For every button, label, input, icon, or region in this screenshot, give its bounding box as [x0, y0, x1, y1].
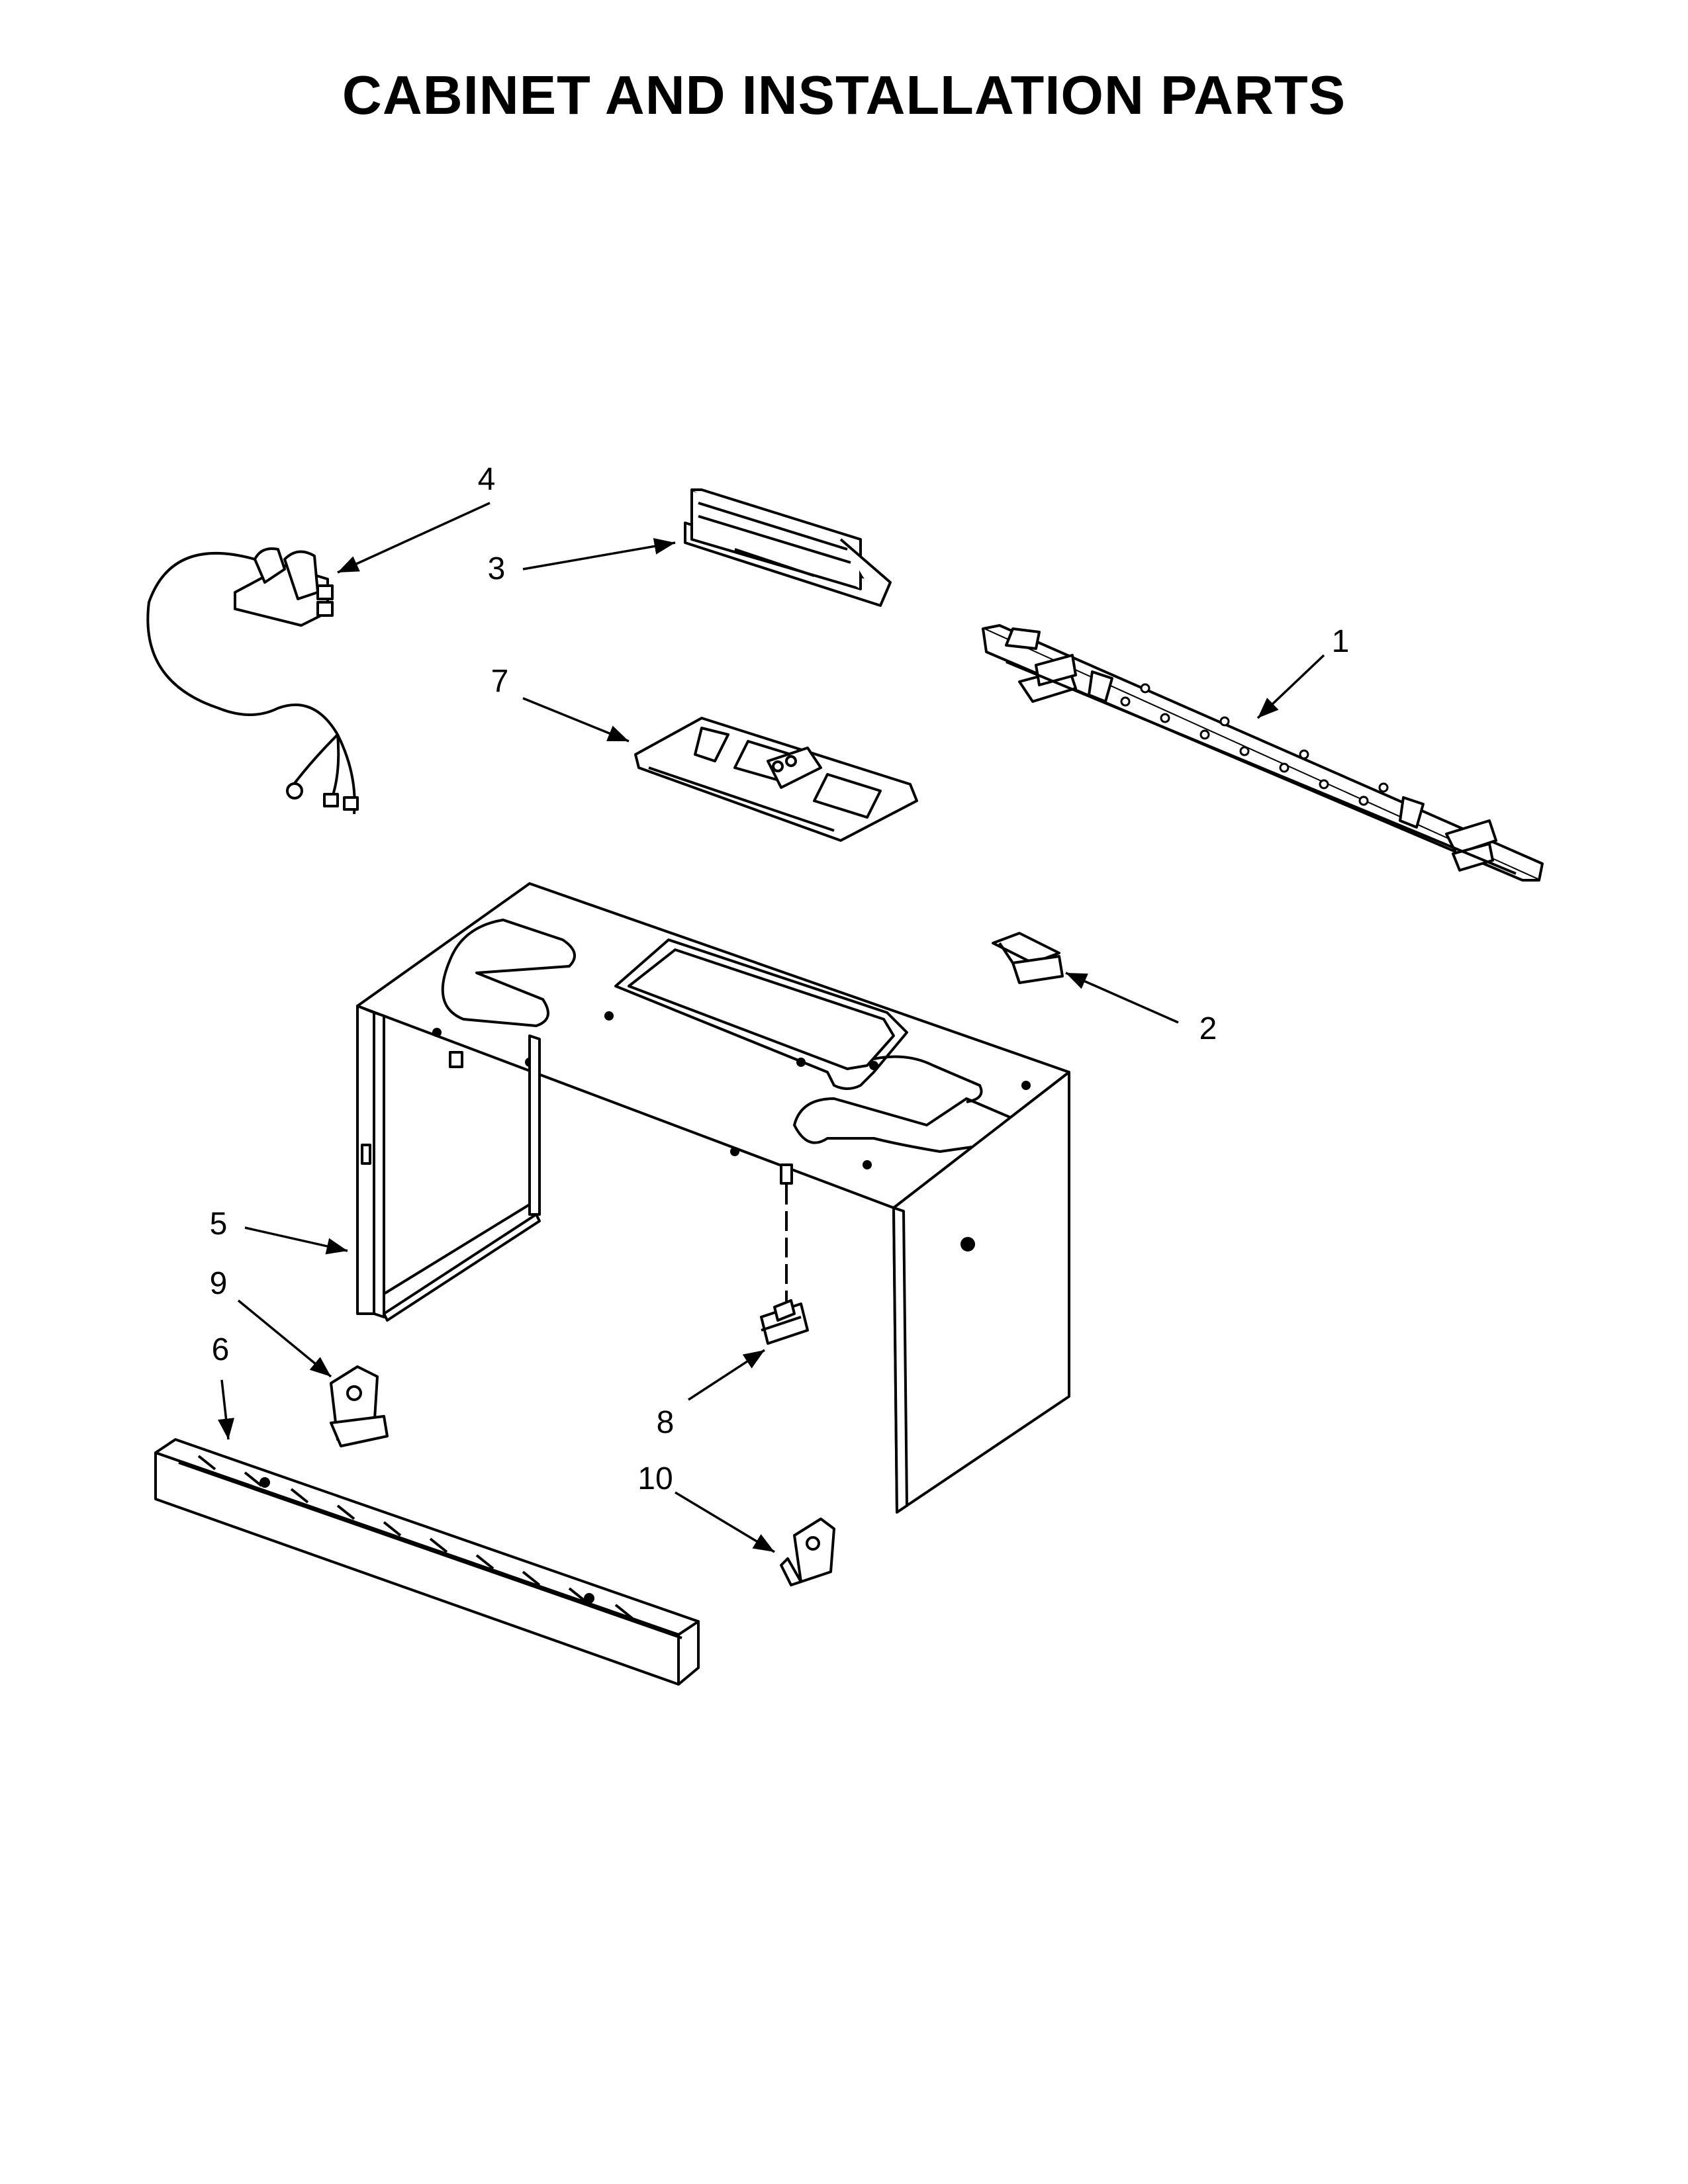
- leader-arrow-4: [337, 502, 491, 574]
- callout-9: 9: [210, 1266, 228, 1301]
- callout-5: 5: [210, 1206, 228, 1242]
- right-bracket-part: [780, 1518, 835, 1586]
- hinge-bracket-part: [760, 1163, 809, 1345]
- cabinet-left-panel: [356, 1005, 541, 1322]
- callout-3: 3: [488, 551, 506, 586]
- page-title: CABINET AND INSTALLATION PARTS: [342, 64, 1346, 126]
- leader-arrow-6: [217, 1379, 235, 1440]
- leader-arrows: [217, 502, 1325, 1553]
- clip-part: [992, 932, 1064, 984]
- control-plate-part: [634, 717, 918, 842]
- leader-arrow-8: [688, 1349, 765, 1401]
- callout-1: 1: [1332, 624, 1350, 659]
- leader-arrow-9: [237, 1299, 332, 1378]
- leader-arrow-10: [675, 1491, 775, 1553]
- callout-2: 2: [1199, 1011, 1217, 1046]
- leader-arrow-5: [244, 1226, 348, 1255]
- callout-7: 7: [491, 664, 509, 699]
- damper-part: [684, 488, 892, 607]
- callout-10: 10: [637, 1461, 673, 1496]
- leader-arrow-2: [1065, 972, 1179, 1024]
- leader-arrow-3: [522, 537, 676, 570]
- mounting-rail-part: [982, 624, 1544, 882]
- rail-holes: [1120, 683, 1389, 806]
- callout-4: 4: [478, 462, 496, 497]
- bottom-trim-part: [154, 1438, 700, 1686]
- power-cord-part: [146, 547, 359, 815]
- cabinet-right-panel: [892, 1071, 1070, 1514]
- leader-arrow-7: [522, 697, 630, 743]
- left-bracket-part: [330, 1365, 389, 1447]
- callout-8: 8: [657, 1405, 675, 1440]
- leader-arrow-1: [1256, 654, 1325, 719]
- callout-6: 6: [212, 1332, 230, 1367]
- cabinet-top-panel: [356, 882, 1070, 1209]
